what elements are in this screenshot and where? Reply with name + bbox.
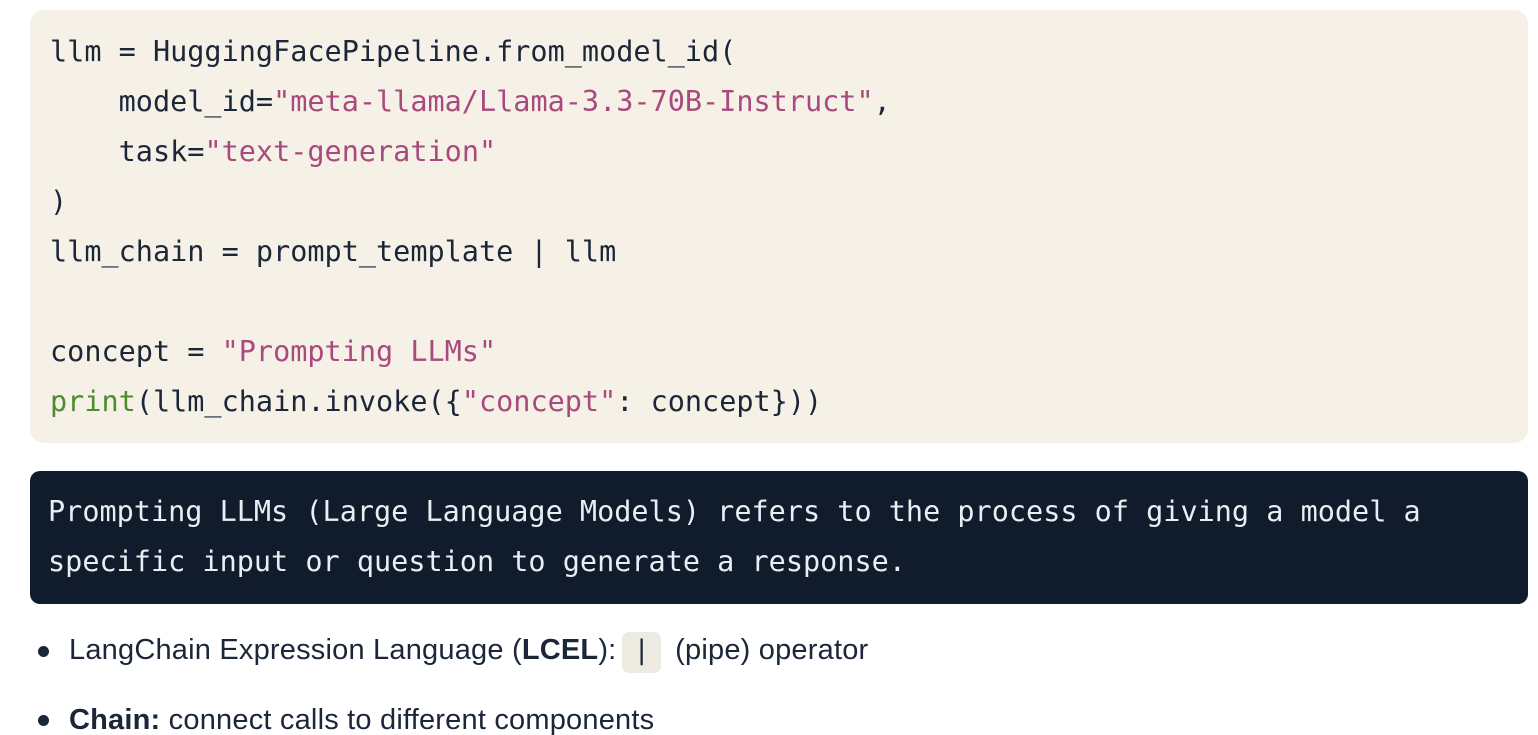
bullet-list: LangChain Expression Language (LCEL):| (… (30, 630, 1510, 735)
code-token: "meta-llama/Llama-3.3-70B-Instruct" (273, 85, 874, 118)
code-line: llm_chain = prompt_template | llm (50, 227, 1508, 277)
code-line: llm = HuggingFacePipeline.from_model_id( (50, 27, 1508, 77)
bullet-segment: connect calls to different components (160, 704, 655, 735)
code-token: llm_chain = prompt_template | llm (50, 235, 617, 268)
code-line: concept = "Prompting LLMs" (50, 327, 1508, 377)
bullet-segment: (pipe) operator (666, 634, 869, 666)
code-token: (llm_chain.invoke({ (135, 385, 462, 418)
bullet-segment: ): (598, 634, 617, 666)
code-token: concept = (50, 335, 222, 368)
code-token: "text-generation" (204, 135, 497, 168)
code-block: llm = HuggingFacePipeline.from_model_id(… (30, 10, 1528, 443)
bullet-segment: Chain: (69, 704, 161, 735)
code-token: task= (50, 135, 205, 168)
code-token: ) (50, 185, 68, 218)
code-token: "concept" (461, 385, 617, 418)
inline-code-pipe: | (622, 632, 661, 673)
bullet-text: LangChain Expression Language (LCEL):| (… (69, 630, 868, 673)
code-line: task="text-generation" (50, 127, 1508, 177)
bullet-dot-icon (38, 646, 49, 657)
code-token: , (873, 85, 891, 118)
code-token: print (50, 385, 136, 418)
bullet-item: Chain: connect calls to different compon… (30, 700, 1510, 735)
bullet-segment: LCEL (521, 634, 599, 666)
code-token: "Prompting LLMs" (221, 335, 497, 368)
code-token: model_id= (50, 85, 274, 118)
code-token: llm = HuggingFacePipeline.from_model_id( (50, 35, 737, 68)
bullet-text: Chain: connect calls to different compon… (69, 700, 654, 735)
code-line (50, 277, 1508, 327)
code-line: ) (50, 177, 1508, 227)
bullet-segment: LangChain Expression Language ( (69, 634, 522, 666)
code-token: : concept})) (616, 385, 823, 418)
code-line: print(llm_chain.invoke({"concept": conce… (50, 377, 1508, 427)
bullet-item: LangChain Expression Language (LCEL):| (… (30, 630, 1510, 673)
output-text: Prompting LLMs (Large Language Models) r… (48, 495, 1421, 578)
code-line: model_id="meta-llama/Llama-3.3-70B-Instr… (50, 77, 1508, 127)
output-block: Prompting LLMs (Large Language Models) r… (30, 471, 1528, 604)
bullet-dot-icon (38, 714, 49, 726)
